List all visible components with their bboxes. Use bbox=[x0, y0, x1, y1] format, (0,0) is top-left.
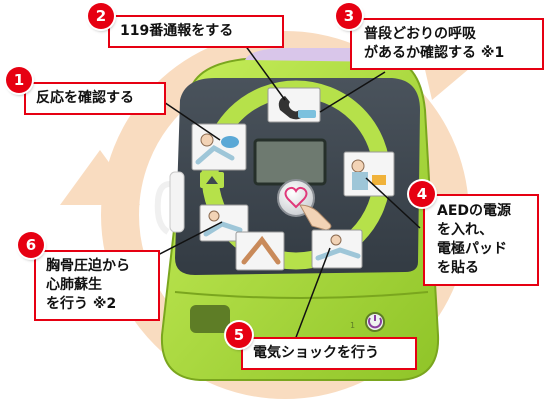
step-6-line-3: を行う ※2 bbox=[46, 296, 117, 312]
step-1-line-1: 反応を確認する bbox=[36, 90, 134, 106]
pictogram-phone bbox=[267, 87, 321, 123]
step-4-line-4: を貼る bbox=[437, 260, 479, 276]
step-4-line-2: を入れ、 bbox=[437, 222, 494, 238]
step-4-badge: 4 bbox=[409, 181, 435, 207]
lcd-screen bbox=[253, 138, 327, 186]
pictogram-compression bbox=[235, 231, 285, 271]
cycle-arrowhead-left bbox=[60, 150, 140, 205]
step-5-badge: 5 bbox=[226, 322, 252, 348]
leader-step-4 bbox=[365, 177, 421, 229]
leader-step-2 bbox=[244, 44, 286, 101]
step-6-badge: 6 bbox=[18, 232, 44, 258]
body-seam bbox=[174, 291, 429, 299]
leader-lines bbox=[151, 44, 421, 341]
step-5-callout: 電気ショックを行う bbox=[241, 337, 417, 370]
aed-device: 1 bbox=[154, 48, 440, 381]
step-6-line-2: 心肺蘇生 bbox=[46, 277, 102, 293]
body-marking: 1 bbox=[350, 321, 355, 330]
pictogram-shock bbox=[311, 229, 363, 269]
step-2-badge: 2 bbox=[88, 3, 114, 29]
cable bbox=[154, 181, 176, 235]
leader-step-3 bbox=[319, 71, 386, 113]
step-3-line-2: があるか確認する ※1 bbox=[364, 45, 505, 61]
leader-step-6 bbox=[151, 221, 223, 259]
step-2-callout: 119番通報をする bbox=[108, 15, 284, 48]
step-4-line-3: 電極パッド bbox=[437, 241, 507, 257]
step-3-line-1: 普段どおりの呼吸 bbox=[364, 26, 476, 42]
step-4-line-1: AEDの電源 bbox=[437, 203, 512, 219]
step-5-line-1: 電気ショックを行う bbox=[253, 345, 379, 361]
speaker-slot bbox=[190, 305, 230, 333]
step-3-badge: 3 bbox=[336, 3, 362, 29]
pictogram-pads bbox=[343, 151, 395, 197]
step-1-callout: 反応を確認する bbox=[24, 82, 166, 115]
pictogram-check-response bbox=[191, 123, 247, 171]
step-1-badge: 1 bbox=[6, 67, 32, 93]
step-6-callout: 胸骨圧迫から 心肺蘇生 を行う ※2 bbox=[34, 250, 160, 321]
step-2-line-1: 119番通報をする bbox=[120, 23, 234, 39]
leader-step-5 bbox=[294, 247, 331, 341]
step-6-line-1: 胸骨圧迫から bbox=[46, 258, 130, 274]
pictogram-cpr bbox=[199, 204, 249, 242]
cable-handle bbox=[169, 171, 185, 233]
up-arrow-icon bbox=[206, 176, 218, 184]
power-icon bbox=[368, 315, 382, 329]
step-4-callout: AEDの電源 を入れ、 電極パッド を貼る bbox=[423, 194, 539, 286]
heart-button-icon bbox=[284, 186, 308, 209]
step-3-callout: 普段どおりの呼吸 があるか確認する ※1 bbox=[350, 18, 544, 70]
